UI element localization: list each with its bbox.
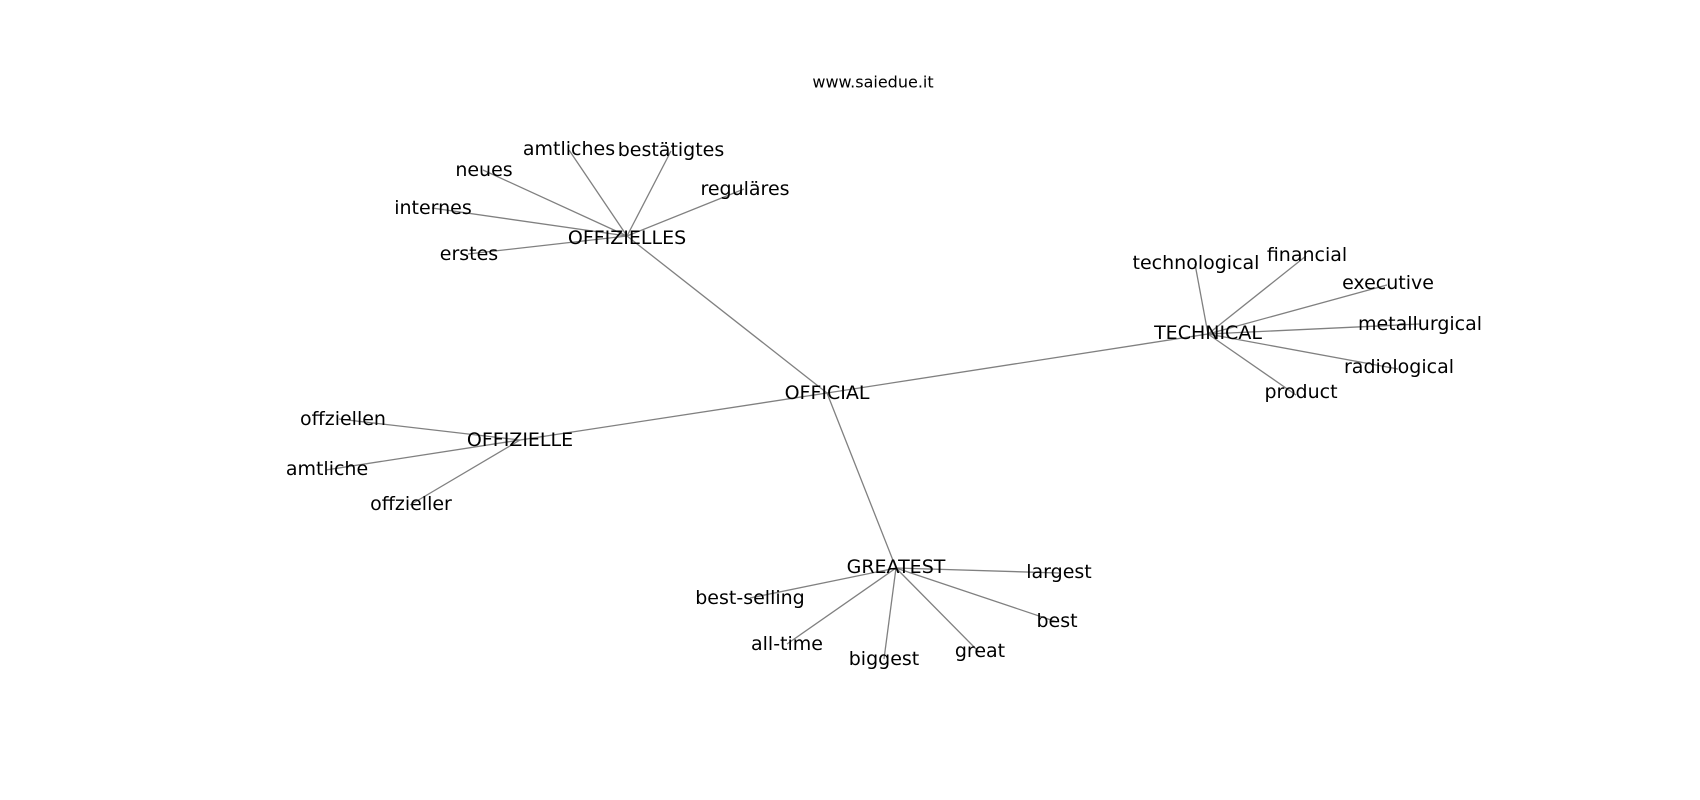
edge-greatest-biggest: [883, 567, 897, 660]
node-executive: executive: [1342, 272, 1434, 294]
edge-greatest-great: [895, 567, 980, 653]
node-radiological: radiological: [1344, 356, 1454, 378]
edge-offizielles-neues: [482, 169, 628, 237]
node-greatest: GREATEST: [847, 556, 946, 578]
edge-official-offizielle: [519, 392, 828, 441]
node-largest: largest: [1026, 561, 1092, 583]
node-amtliche: amtliche: [286, 458, 368, 480]
node-neues: neues: [455, 159, 512, 181]
node-financial: financial: [1267, 244, 1347, 266]
node-technical: TECHNICAL: [1153, 322, 1262, 344]
edge-greatest-best-selling: [749, 567, 897, 599]
edge-official-greatest: [826, 392, 897, 569]
edge-technical-metallurgical: [1207, 323, 1421, 335]
edge-technical-product: [1207, 333, 1297, 396]
edge-official-offizielles: [626, 235, 828, 394]
edge-greatest-best: [895, 567, 1058, 623]
edge-greatest-largest: [895, 567, 1060, 574]
node-biggest: biggest: [849, 648, 920, 670]
node-internes: internes: [394, 197, 472, 219]
node-erstes: erstes: [440, 243, 498, 265]
node-offziellen: offziellen: [300, 408, 386, 430]
node-bestatigtes: bestätigtes: [618, 139, 725, 161]
edge-greatest-all-time: [786, 567, 897, 645]
node-great: great: [955, 640, 1005, 662]
edge-technical-executive: [1207, 284, 1388, 335]
edges: [325, 149, 1421, 660]
node-offizielles: OFFIZIELLES: [568, 227, 686, 249]
node-regulares: reguläres: [700, 178, 789, 200]
edge-technical-radiological: [1207, 333, 1399, 370]
node-official: OFFICIAL: [785, 382, 870, 404]
edge-technical-technological: [1194, 263, 1209, 335]
node-best-selling: best-selling: [695, 587, 804, 609]
edge-offizielles-internes: [431, 207, 628, 237]
edge-offizielles-amtliches: [568, 149, 628, 237]
node-all-time: all-time: [751, 633, 823, 655]
node-metallurgical: metallurgical: [1358, 313, 1482, 335]
edge-offizielles-erstes: [467, 235, 628, 255]
labels: www.saiedue.it OFFICIAL OFFIZIELLES TECH…: [286, 73, 1482, 671]
node-amtliches: amtliches: [523, 138, 615, 160]
edge-offizielle-offziellen: [338, 418, 521, 441]
edge-offizielle-offzieller: [409, 439, 521, 506]
edge-offizielles-bestatigtes: [626, 150, 672, 237]
edge-offizielle-amtliche: [325, 439, 521, 471]
node-product: product: [1264, 381, 1337, 403]
node-best: best: [1036, 610, 1077, 632]
node-offzieller: offzieller: [370, 493, 452, 515]
edge-official-technical: [826, 333, 1209, 394]
edge-technical-financial: [1207, 255, 1307, 335]
node-offizielle: OFFIZIELLE: [467, 429, 573, 451]
site-label: www.saiedue.it: [812, 73, 933, 92]
node-technological: technological: [1133, 252, 1260, 274]
edge-offizielles-regulares: [626, 188, 745, 237]
